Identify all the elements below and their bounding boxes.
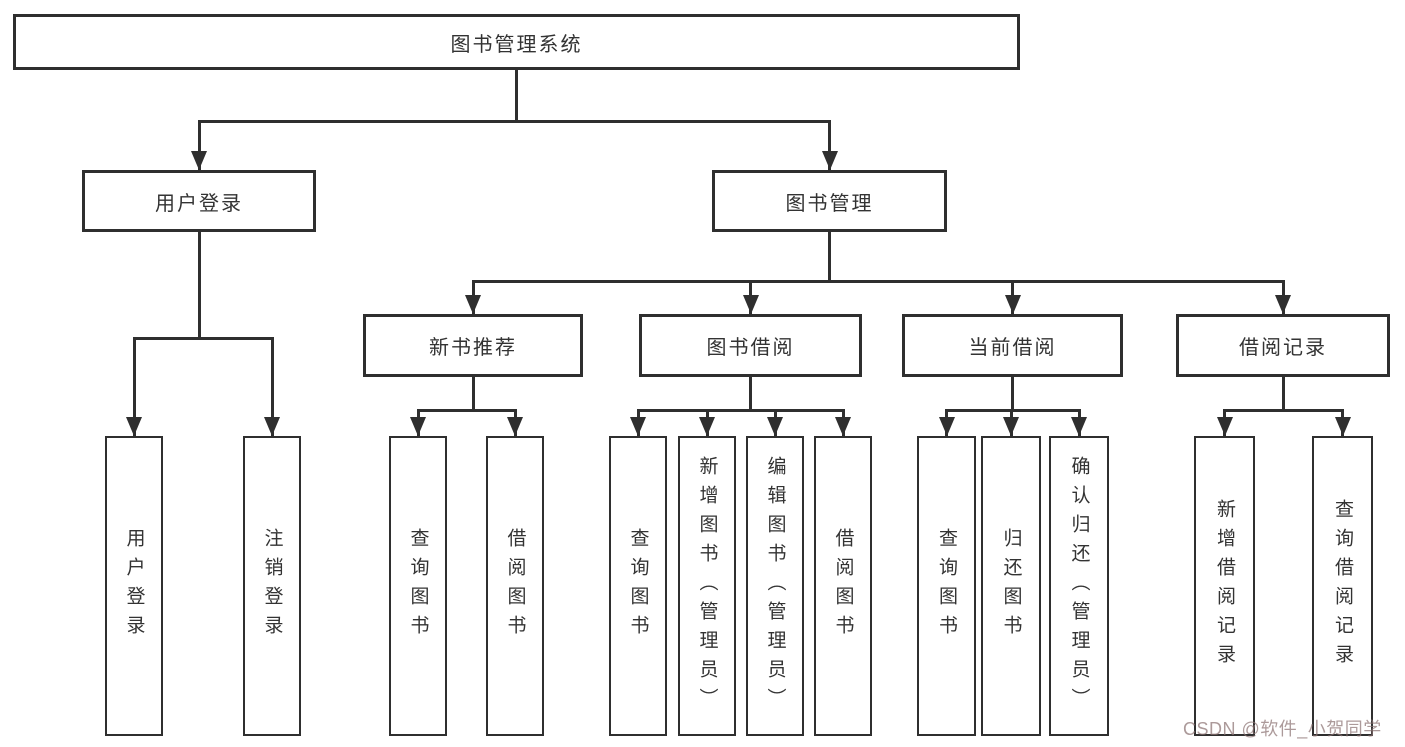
node-current-borrow: 当前借阅 [902, 314, 1123, 377]
arrow-down-icon [1334, 409, 1351, 436]
connector-currentborrow-stem [1011, 377, 1014, 409]
leaf-label: 归还图书 [1000, 528, 1022, 644]
node-label: 图书借阅 [706, 337, 795, 359]
node-root: 图书管理系统 [13, 14, 1020, 70]
connector-newbook-stem [471, 377, 475, 409]
csdn-watermark: CSDN @软件_小贺同学 [1183, 719, 1382, 739]
leaf-label: 查询借阅记录 [1332, 499, 1353, 673]
leaf-label: 新增图书（管理员） [696, 455, 718, 717]
leaf-cb-return-books: 归还图书 [981, 436, 1041, 736]
connector-root-stem [515, 70, 518, 120]
leaf-bb-borrow-books: 借阅图书 [814, 436, 872, 736]
arrow-down-icon [767, 409, 783, 436]
connector-root-hbar [197, 120, 831, 123]
node-label: 新书推荐 [429, 337, 517, 359]
arrow-down-icon [1275, 280, 1291, 314]
connector-bookborrow-stem [749, 377, 752, 409]
connector-currentborrow-hbar [945, 409, 1081, 412]
node-label: 借阅记录 [1239, 337, 1327, 359]
leaf-label: 借阅图书 [832, 528, 854, 644]
leaf-label: 借阅图书 [504, 528, 526, 644]
leaf-bb-add-books-admin: 新增图书（管理员） [678, 436, 736, 736]
leaf-logout: 注销登录 [243, 436, 301, 736]
leaf-cb-query-books: 查询图书 [917, 436, 976, 736]
node-new-book-recommend: 新书推荐 [363, 314, 583, 377]
leaf-br-add-record: 新增借阅记录 [1194, 436, 1255, 736]
connector-userlogin-stem [197, 232, 201, 337]
connector-newbook-hbar [416, 409, 517, 412]
leaf-label: 编辑图书（管理员） [764, 455, 786, 717]
node-borrow-records: 借阅记录 [1176, 314, 1390, 377]
leaf-label: 用户登录 [123, 528, 145, 644]
arrow-down-icon [410, 409, 426, 436]
arrow-down-icon [938, 409, 955, 436]
arrow-down-icon [742, 280, 759, 314]
arrow-down-icon [821, 120, 838, 170]
leaf-br-query-record: 查询借阅记录 [1312, 436, 1373, 736]
arrow-down-icon [630, 409, 646, 436]
node-label: 图书管理 [785, 192, 874, 215]
arrow-down-icon [1216, 409, 1233, 436]
arrow-down-icon [835, 409, 851, 436]
node-book-management: 图书管理 [712, 170, 947, 232]
leaf-label: 注销登录 [261, 528, 283, 644]
arrow-down-icon [191, 120, 207, 170]
leaf-user-login: 用户登录 [105, 436, 163, 736]
arrow-down-icon [1071, 409, 1087, 436]
arrow-down-icon [507, 409, 523, 436]
arrow-down-icon [264, 337, 280, 436]
arrow-down-icon [465, 280, 481, 314]
leaf-label: 查询图书 [407, 528, 429, 644]
leaf-label: 确认归还（管理员） [1068, 455, 1090, 717]
connector-records-hbar [1223, 409, 1344, 412]
arrow-down-icon [1003, 409, 1019, 436]
leaf-cb-confirm-return-admin: 确认归还（管理员） [1049, 436, 1109, 736]
arrow-down-icon [1004, 280, 1021, 314]
connector-bookmgmt-stem [828, 232, 831, 280]
node-label: 当前借阅 [968, 337, 1057, 359]
leaf-label: 新增借阅记录 [1214, 499, 1235, 673]
connector-userlogin-hbar [132, 337, 274, 340]
arrow-down-icon [699, 409, 715, 436]
node-label: 图书管理系统 [450, 33, 583, 56]
node-book-borrow: 图书借阅 [639, 314, 862, 377]
leaf-bb-query-books: 查询图书 [609, 436, 667, 736]
leaf-label: 查询图书 [936, 528, 957, 644]
connector-bookmgmt-hbar [471, 280, 1285, 283]
connector-records-stem [1281, 377, 1285, 409]
node-label: 用户登录 [155, 192, 243, 215]
leaf-bb-edit-books-admin: 编辑图书（管理员） [746, 436, 804, 736]
leaf-nbr-query-books: 查询图书 [389, 436, 447, 736]
arrow-down-icon [126, 337, 142, 436]
leaf-label: 查询图书 [627, 528, 649, 644]
connector-bookborrow-hbar [636, 409, 845, 412]
node-user-login: 用户登录 [82, 170, 316, 232]
leaf-nbr-borrow-books: 借阅图书 [486, 436, 544, 736]
